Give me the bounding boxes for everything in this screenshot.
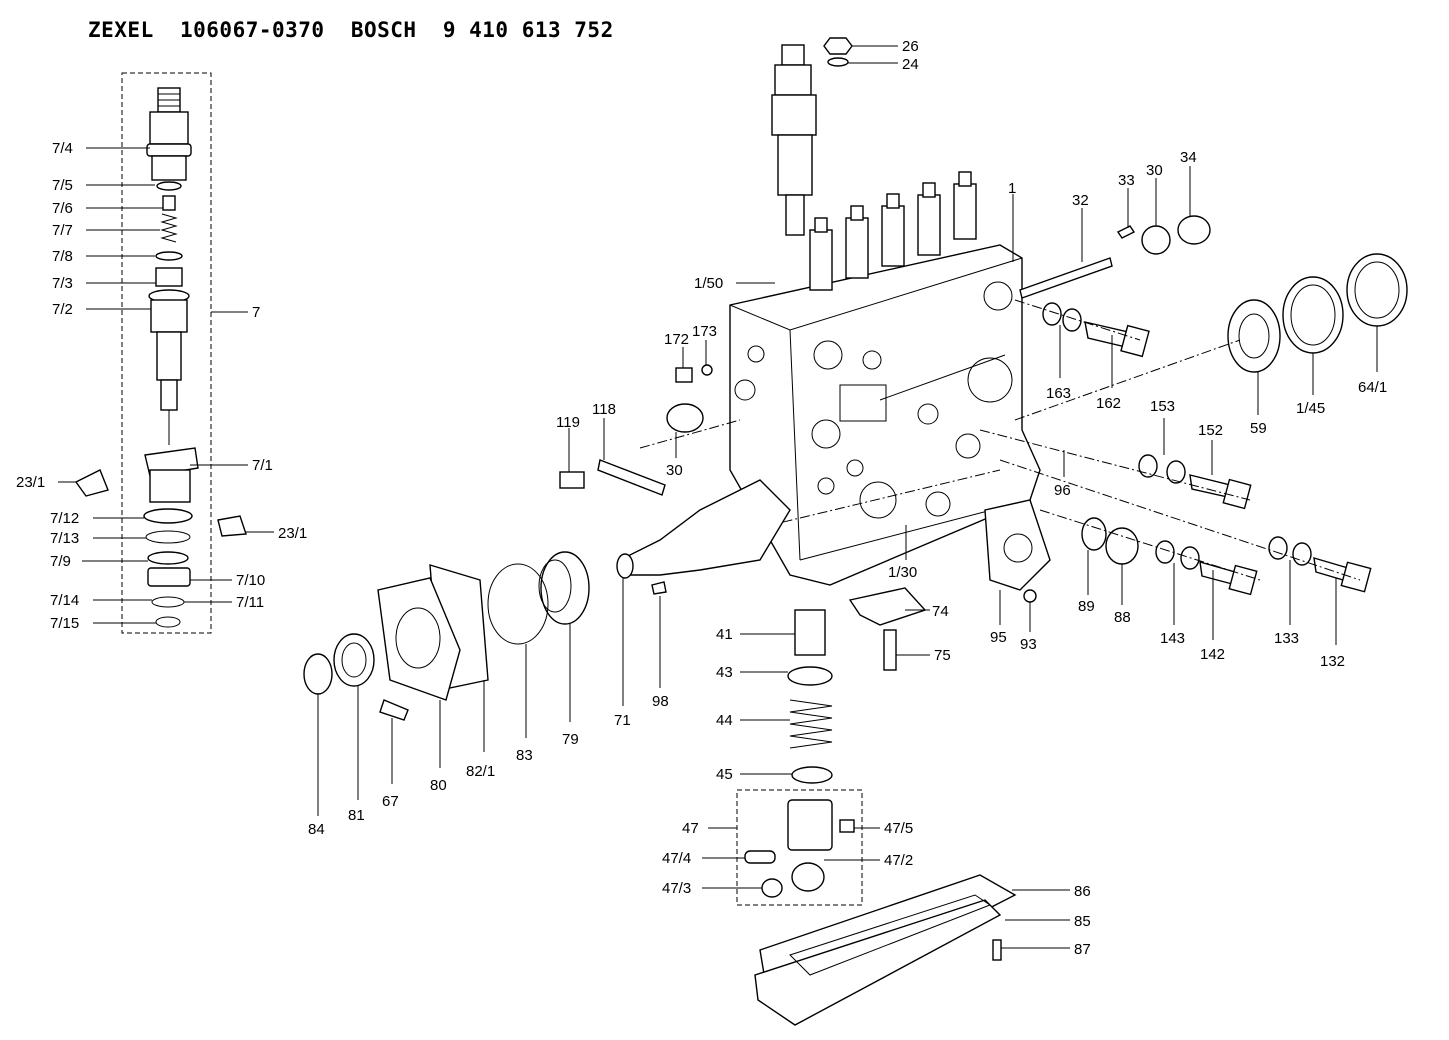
- label-93: 93: [1020, 636, 1037, 653]
- tappet-stack: [736, 499, 1051, 906]
- label-47-3: 47/3: [662, 880, 691, 897]
- label-86: 86: [1074, 883, 1091, 900]
- label-23-1-right: 23/1: [278, 525, 307, 542]
- label-98: 98: [652, 693, 669, 710]
- label-1-30: 1/30: [888, 564, 917, 581]
- diagram-title: ZEXEL 106067-0370 BOSCH 9 410 613 752: [88, 18, 614, 42]
- label-7-3: 7/3: [52, 275, 73, 292]
- center-lines: [624, 299, 1361, 581]
- label-89: 89: [1078, 598, 1095, 615]
- label-1-45: 1/45: [1296, 400, 1325, 417]
- label-64-1: 64/1: [1358, 379, 1387, 396]
- label-7-15: 7/15: [50, 615, 79, 632]
- label-7-9: 7/9: [50, 553, 71, 570]
- pump-housing: [729, 244, 1041, 586]
- label-83: 83: [516, 747, 533, 764]
- label-142: 142: [1200, 646, 1225, 663]
- label-24: 24: [902, 56, 919, 73]
- label-47-5: 47/5: [884, 820, 913, 837]
- label-59: 59: [1250, 420, 1267, 437]
- label-67: 67: [382, 793, 399, 810]
- label-33: 33: [1118, 172, 1135, 189]
- label-87: 87: [1074, 941, 1091, 958]
- label-132: 132: [1320, 653, 1345, 670]
- leader-lines: [58, 45, 1378, 949]
- label-119: 119: [556, 414, 580, 431]
- bottom-covers: [754, 874, 1017, 1026]
- label-7-6: 7/6: [52, 200, 73, 217]
- label-81: 81: [348, 807, 365, 824]
- label-71: 71: [614, 712, 631, 729]
- label-44: 44: [716, 712, 733, 729]
- label-7-8: 7/8: [52, 248, 73, 265]
- camshaft-drive-side: [303, 479, 791, 721]
- label-47-2: 47/2: [884, 852, 913, 869]
- label-118: 118: [592, 401, 616, 418]
- label-84: 84: [308, 821, 325, 838]
- label-88: 88: [1114, 609, 1131, 626]
- label-43: 43: [716, 664, 733, 681]
- label-172: 172: [664, 331, 689, 348]
- label-45: 45: [716, 766, 733, 783]
- label-41: 41: [716, 626, 733, 643]
- label-7-10: 7/10: [236, 572, 265, 589]
- label-7-11: 7/11: [236, 594, 264, 611]
- assembly-7-box: [121, 72, 212, 634]
- label-47: 47: [682, 820, 699, 837]
- label-133: 133: [1274, 630, 1299, 647]
- delivery-valve-stack: [74, 87, 247, 628]
- label-34: 34: [1180, 149, 1197, 166]
- label-7-5: 7/5: [52, 177, 73, 194]
- label-163: 163: [1046, 385, 1071, 402]
- label-7-2: 7/2: [52, 301, 73, 318]
- label-95: 95: [990, 629, 1007, 646]
- label-7-4: 7/4: [52, 140, 73, 157]
- label-26: 26: [902, 38, 919, 55]
- bearing-cover-set: [1227, 253, 1408, 373]
- label-82-1: 82/1: [466, 763, 495, 780]
- label-80: 80: [430, 777, 447, 794]
- label-7-1: 7/1: [252, 457, 273, 474]
- label-75: 75: [934, 647, 951, 664]
- label-162: 162: [1096, 395, 1121, 412]
- label-1-50: 1/50: [694, 275, 723, 292]
- label-153: 153: [1150, 398, 1175, 415]
- label-23-1-left: 23/1: [16, 474, 45, 491]
- label-7: 7: [252, 304, 260, 321]
- part-labels: 7/4 7/5 7/6 7/7 7/8 7/3 7/2 7 23/1 7/1 2…: [16, 38, 1387, 958]
- label-7-14: 7/14: [50, 592, 79, 609]
- label-30-top: 30: [1146, 162, 1163, 179]
- banjo-fittings: [1042, 302, 1372, 596]
- label-173: 173: [692, 323, 717, 340]
- label-7-12: 7/12: [50, 510, 79, 527]
- label-7-13: 7/13: [50, 530, 79, 547]
- label-30-left: 30: [666, 462, 683, 479]
- label-1: 1: [1008, 180, 1016, 197]
- label-32: 32: [1072, 192, 1089, 209]
- label-85: 85: [1074, 913, 1091, 930]
- label-152: 152: [1198, 422, 1223, 439]
- label-74: 74: [932, 603, 949, 620]
- label-96: 96: [1054, 482, 1071, 499]
- label-143: 143: [1160, 630, 1185, 647]
- label-47-4: 47/4: [662, 850, 691, 867]
- small-fasteners: [559, 364, 713, 496]
- delivery-valve-holders: [809, 171, 977, 291]
- label-79: 79: [562, 731, 579, 748]
- top-delivery-valve: [771, 37, 853, 236]
- label-7-7: 7/7: [52, 222, 73, 239]
- control-rack-parts: [1019, 215, 1211, 299]
